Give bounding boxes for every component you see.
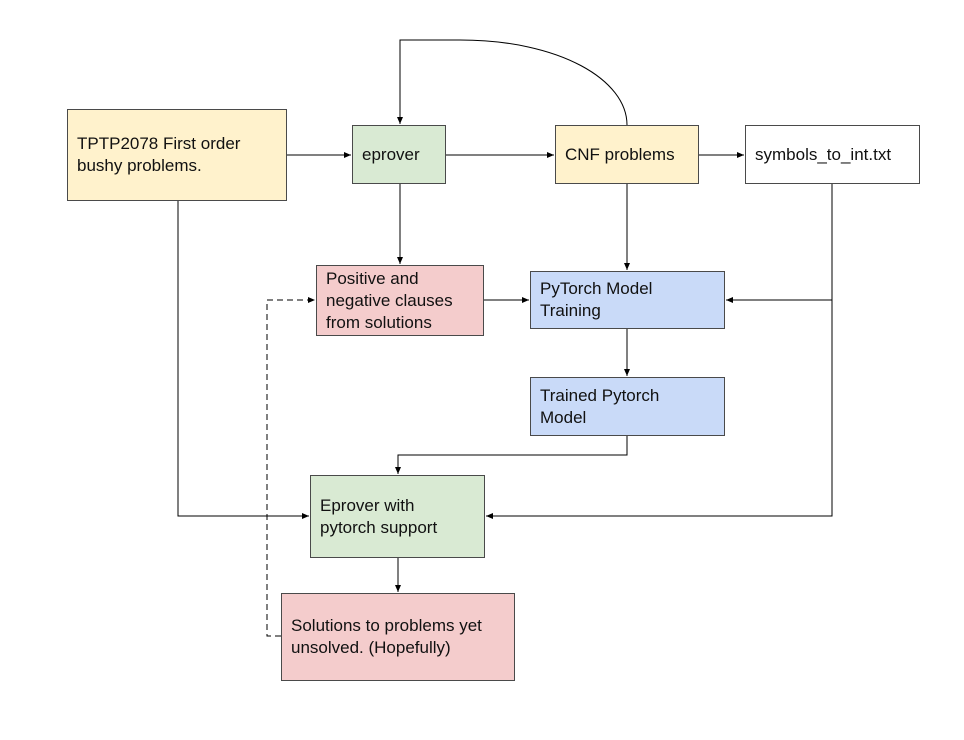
node-eprover-label: eprover — [362, 144, 420, 164]
node-clauses-label: Positive and negative clauses from solut… — [326, 268, 453, 332]
node-eprover-pytorch-label: Eprover with pytorch support — [320, 495, 438, 537]
node-solutions-label: Solutions to problems yet unsolved. (Hop… — [291, 616, 482, 657]
arrow-solutions-feedback-to-clauses — [266, 297, 315, 637]
node-trained-model: Trained Pytorch Model — [530, 377, 725, 436]
node-clauses: Positive and negative clauses from solut… — [316, 265, 484, 336]
node-symbols-label: symbols_to_int.txt — [755, 144, 892, 164]
arrow-tptp-to-eprover-pytorch — [177, 201, 309, 519]
node-eprover: eprover — [352, 125, 446, 184]
arrow-cnf-loop-to-eprover — [397, 39, 628, 126]
node-cnf-label: CNF problems — [565, 144, 675, 164]
node-eprover-pytorch: Eprover with pytorch support — [310, 475, 485, 558]
node-training-label: PyTorch Model Training — [540, 279, 653, 320]
node-tptp-label: TPTP2078 First order bushy problems. — [77, 134, 241, 175]
node-solutions: Solutions to problems yet unsolved. (Hop… — [281, 593, 515, 681]
arrow-symbols-to-eprover-pytorch — [486, 300, 833, 519]
node-symbols-file: symbols_to_int.txt — [745, 125, 920, 184]
arrow-trained-to-eprover-pytorch — [395, 436, 628, 474]
node-trained-label: Trained Pytorch Model — [540, 385, 660, 427]
arrow-symbols-to-training — [726, 184, 833, 303]
node-tptp-problems: TPTP2078 First order bushy problems. — [67, 109, 287, 201]
node-model-training: PyTorch Model Training — [530, 271, 725, 329]
node-cnf-problems: CNF problems — [555, 125, 699, 184]
